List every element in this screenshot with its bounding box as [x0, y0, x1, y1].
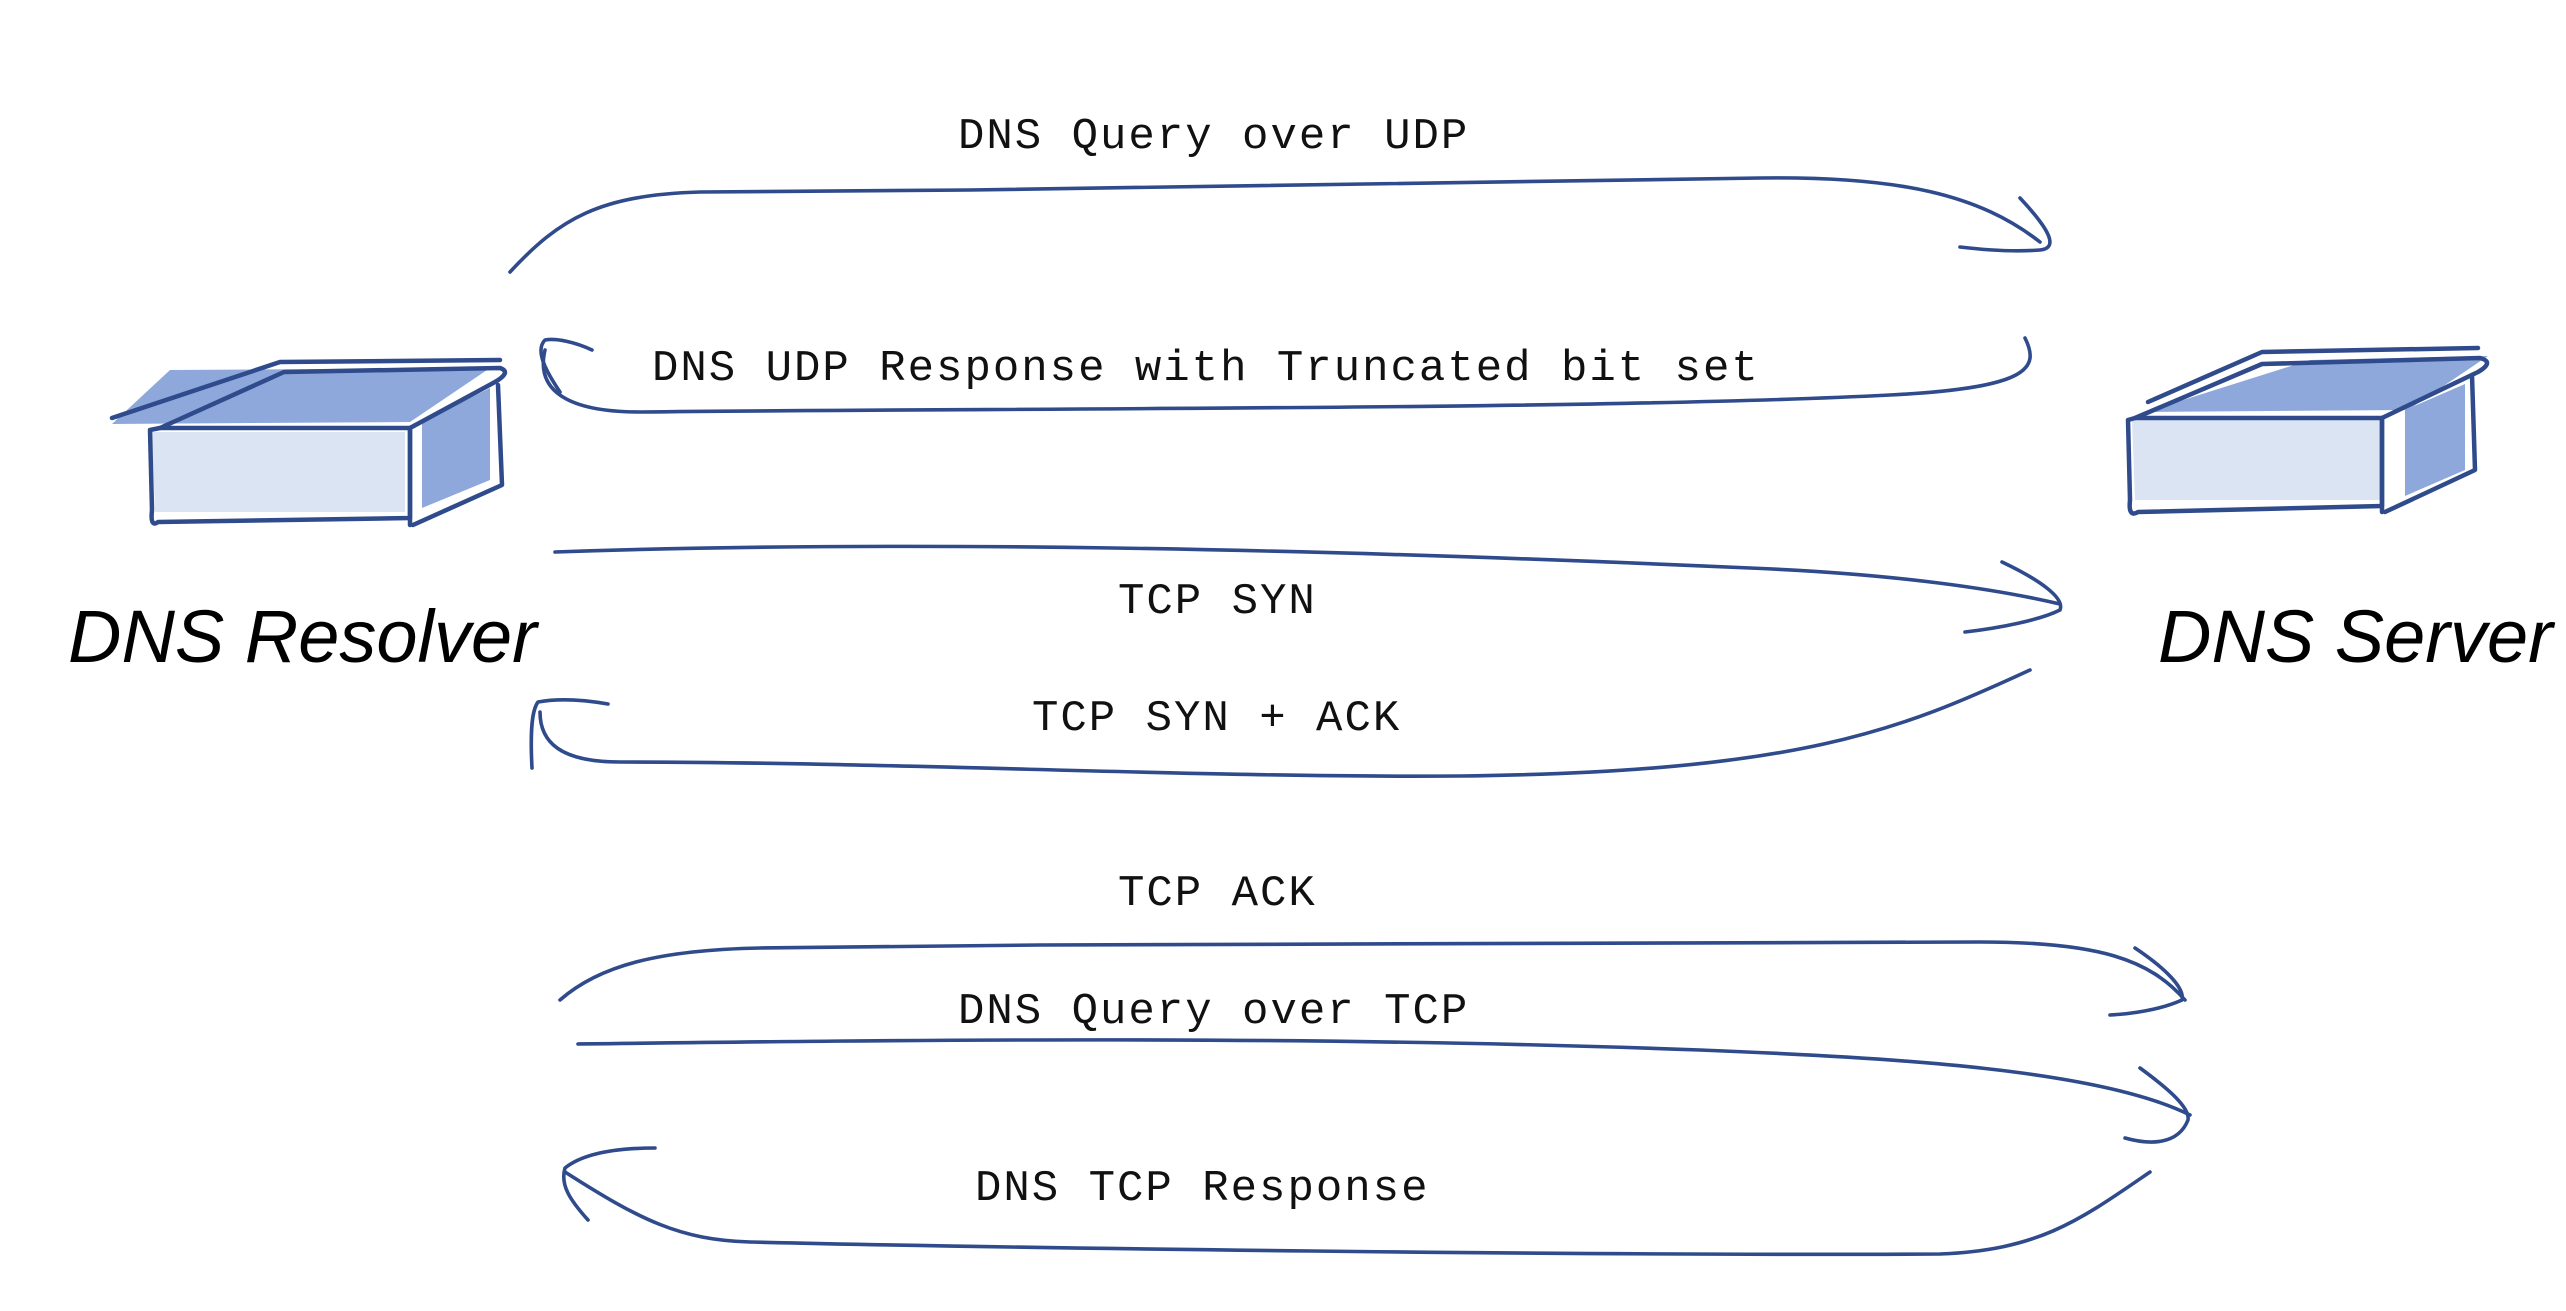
tcp-query-arrow — [576, 1038, 2192, 1117]
tcp-query-arrowhead — [2123, 1066, 2190, 1144]
udp-query-arrowhead — [1958, 196, 2052, 253]
udp-query-arrow — [508, 176, 2042, 274]
udp-truncated-response-label: DNS UDP Response with Truncated bit set — [652, 344, 1760, 394]
server-box-top — [2145, 356, 2488, 412]
server-box-front — [2132, 420, 2380, 500]
resolver-box-icon — [109, 357, 508, 528]
server-label: DNS Server — [2158, 595, 2556, 678]
udp-query-label: DNS Query over UDP — [958, 112, 1469, 162]
resolver-box-side — [422, 388, 490, 508]
resolver-box-front — [152, 432, 405, 512]
tcp-syn-ack-label: TCP SYN + ACK — [1032, 694, 1401, 744]
tcp-query-label: DNS Query over TCP — [958, 987, 1469, 1037]
tcp-syn-ack-arrow — [538, 668, 2032, 778]
tcp-ack-arrow — [558, 940, 2187, 1002]
tcp-ack-label: TCP ACK — [1118, 869, 1317, 919]
tcp-response-label: DNS TCP Response — [975, 1164, 1429, 1214]
tcp-syn-arrow — [553, 544, 2062, 606]
udp-truncated-response-arrow — [541, 336, 2032, 414]
tcp-syn-ack-arrowhead — [529, 698, 610, 770]
server-box-side — [2405, 384, 2465, 496]
udp-truncated-response-arrowhead — [539, 337, 594, 394]
server-box-icon — [2125, 345, 2490, 516]
tcp-ack-arrowhead — [2108, 946, 2184, 1017]
tcp-response-arrowhead — [562, 1146, 657, 1222]
tcp-syn-arrowhead — [1963, 560, 2063, 634]
tcp-syn-label: TCP SYN — [1118, 577, 1317, 627]
resolver-label: DNS Resolver — [68, 595, 540, 678]
tcp-response-arrow — [563, 1170, 2152, 1257]
resolver-box-top — [112, 368, 490, 424]
